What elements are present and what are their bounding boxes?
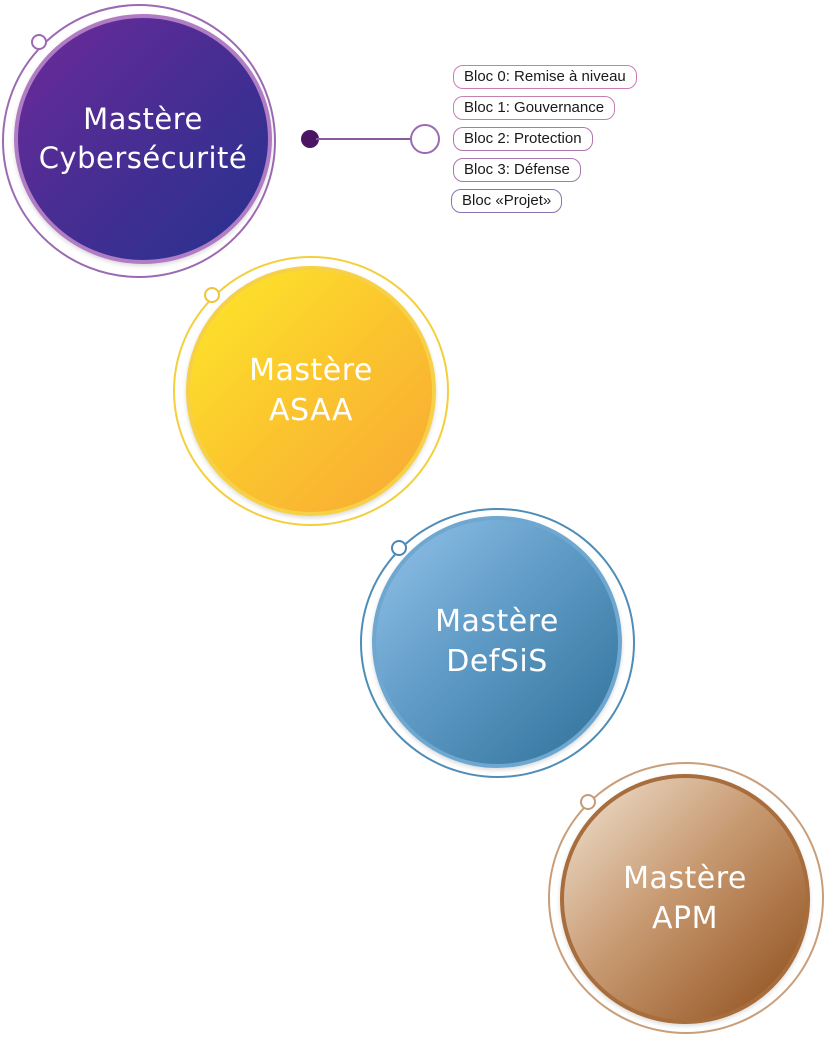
bloc-pill-0: Bloc 0: Remise à niveau xyxy=(453,65,637,89)
ring-knob xyxy=(391,540,407,556)
disc-asaa: Mastère ASAA xyxy=(186,266,436,516)
node-title-asaa: Mastère ASAA xyxy=(249,352,373,429)
bloc-pill-1: Bloc 1: Gouvernance xyxy=(453,96,616,120)
outer-ring xyxy=(360,508,635,778)
ring-knob xyxy=(580,794,596,810)
disc-apm: Mastère APM xyxy=(560,774,810,1024)
outer-ring xyxy=(548,762,824,1034)
bloc-pill-2: Bloc 2: Protection xyxy=(453,127,593,151)
connector-dot xyxy=(301,130,319,148)
disc-defsis: Mastère DefSiS xyxy=(372,516,622,768)
ring-knob xyxy=(31,34,47,50)
outer-ring xyxy=(2,4,276,278)
outer-ring xyxy=(173,256,449,526)
node-title-cybersecurite: Mastère Cybersécurité xyxy=(38,101,248,175)
node-title-defsis: Mastère DefSiS xyxy=(435,603,559,680)
connector-ring xyxy=(410,124,440,154)
node-title-apm: Mastère APM xyxy=(623,860,747,937)
disc-cybersecurite: Mastère Cybersécurité xyxy=(14,14,272,264)
bloc-pill-3: Bloc 3: Défense xyxy=(453,158,581,182)
ring-knob xyxy=(204,287,220,303)
connector-line xyxy=(316,138,412,140)
bloc-pill-4: Bloc «Projet» xyxy=(451,189,563,213)
